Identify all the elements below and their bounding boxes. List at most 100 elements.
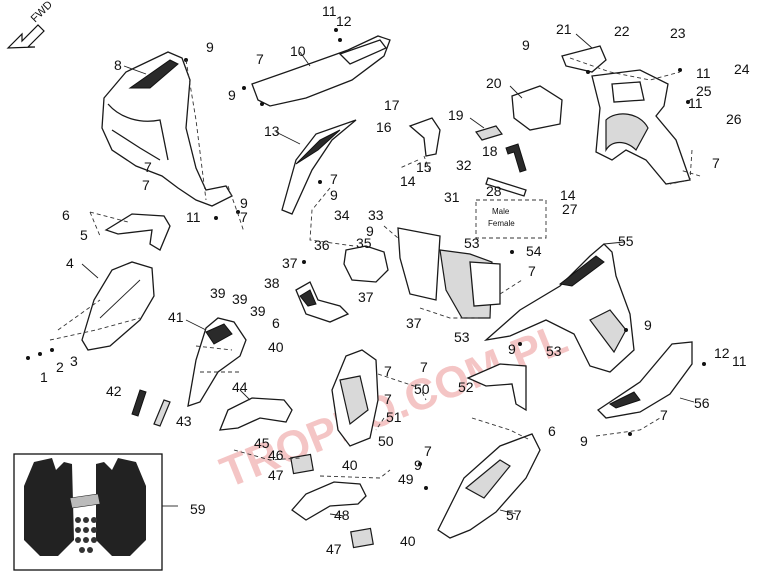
part-8-front-inner-shield bbox=[101, 51, 233, 207]
part-52-guard bbox=[466, 363, 527, 412]
callout-10: 10 bbox=[290, 43, 306, 59]
callout-7l: 7 bbox=[660, 407, 668, 423]
callout-39a: 39 bbox=[210, 285, 226, 301]
callout-53a: 53 bbox=[464, 235, 480, 251]
part-5-guard bbox=[104, 213, 171, 251]
callout-7c: 7 bbox=[142, 177, 150, 193]
callout-15: 15 bbox=[416, 159, 432, 175]
part-33-vent-panel bbox=[397, 227, 501, 319]
part-17-bracket bbox=[408, 117, 441, 157]
callout-9h: 9 bbox=[644, 317, 652, 333]
callout-27: 27 bbox=[562, 201, 578, 217]
part-18-hook bbox=[505, 143, 527, 173]
callout-39c: 39 bbox=[250, 303, 266, 319]
part-55-side-panel bbox=[483, 243, 635, 373]
callout-2: 2 bbox=[56, 359, 64, 375]
leader-lines bbox=[81, 33, 695, 517]
callout-52: 52 bbox=[458, 379, 474, 395]
callout-50a: 50 bbox=[414, 381, 430, 397]
callout-20: 20 bbox=[486, 75, 502, 91]
callout-53c: 53 bbox=[546, 343, 562, 359]
callout-6a: 6 bbox=[62, 207, 70, 223]
callout-9j: 9 bbox=[580, 433, 588, 449]
callout-38: 38 bbox=[264, 275, 280, 291]
note-male: Male bbox=[492, 207, 510, 216]
part-38-bracket bbox=[295, 281, 350, 323]
callout-40a: 40 bbox=[268, 339, 284, 355]
callout-24: 24 bbox=[734, 61, 750, 77]
callout-7k: 7 bbox=[424, 443, 432, 459]
part-4-windscreen bbox=[81, 261, 155, 351]
callout-43: 43 bbox=[176, 413, 192, 429]
callout-9c: 9 bbox=[240, 195, 248, 211]
callout-7e: 7 bbox=[330, 171, 338, 187]
part-59-inset bbox=[13, 453, 163, 571]
callout-7b: 7 bbox=[144, 159, 152, 175]
callout-41: 41 bbox=[168, 309, 184, 325]
fwd-label: FWD bbox=[29, 0, 55, 25]
callout-9i: 9 bbox=[414, 457, 422, 473]
callout-17: 17 bbox=[384, 97, 400, 113]
callout-9g: 9 bbox=[508, 341, 516, 357]
callout-labels: 1 2 3 4 5 6 8 9 9 7 10 11 12 13 7 7 9 7 … bbox=[40, 3, 750, 557]
callout-12a: 12 bbox=[336, 13, 352, 29]
callout-14b: 14 bbox=[560, 187, 576, 203]
part-47-pad bbox=[290, 453, 374, 549]
part-13-side-trim bbox=[281, 119, 357, 215]
callout-45: 45 bbox=[254, 435, 270, 451]
callout-36: 36 bbox=[314, 237, 330, 253]
callout-25: 25 bbox=[696, 83, 712, 99]
part-41-front-fairing bbox=[187, 317, 247, 407]
callout-6c: 6 bbox=[548, 423, 556, 439]
callout-12b: 12 bbox=[714, 345, 730, 361]
callout-44: 44 bbox=[232, 379, 248, 395]
callout-50b: 50 bbox=[378, 433, 394, 449]
part-31-connector-box: Male Female bbox=[475, 199, 547, 239]
callout-42: 42 bbox=[106, 383, 122, 399]
callout-8: 8 bbox=[114, 57, 122, 73]
callout-11b: 11 bbox=[186, 209, 201, 225]
callout-5: 5 bbox=[80, 227, 88, 243]
callout-56: 56 bbox=[694, 395, 710, 411]
callout-57: 57 bbox=[506, 507, 522, 523]
fastener-dots bbox=[26, 28, 706, 490]
callout-7f: 7 bbox=[712, 155, 720, 171]
callout-26: 26 bbox=[726, 111, 742, 127]
callout-33: 33 bbox=[368, 207, 384, 223]
part-19-clip bbox=[475, 125, 503, 141]
callout-37c: 37 bbox=[406, 315, 422, 331]
part-21-rear-frame bbox=[561, 45, 691, 185]
callout-47a: 47 bbox=[268, 467, 284, 483]
callout-54: 54 bbox=[526, 243, 542, 259]
callout-31: 31 bbox=[444, 189, 460, 205]
callout-47b: 47 bbox=[326, 541, 342, 557]
callout-46: 46 bbox=[268, 447, 284, 463]
callout-48: 48 bbox=[334, 507, 350, 523]
callout-23: 23 bbox=[670, 25, 686, 41]
callout-9b: 9 bbox=[228, 87, 236, 103]
callout-6b: 6 bbox=[272, 315, 280, 331]
callout-9e: 9 bbox=[522, 37, 530, 53]
part-36-center-bracket bbox=[343, 245, 389, 283]
callout-13: 13 bbox=[264, 123, 280, 139]
callout-39b: 39 bbox=[232, 291, 248, 307]
callout-19: 19 bbox=[448, 107, 464, 123]
callout-40b: 40 bbox=[342, 457, 358, 473]
assembly-lines bbox=[49, 57, 701, 479]
callout-55: 55 bbox=[618, 233, 634, 249]
callout-28: 28 bbox=[486, 183, 502, 199]
callout-7a: 7 bbox=[256, 51, 264, 67]
callout-7h: 7 bbox=[384, 363, 392, 379]
note-female: Female bbox=[488, 219, 515, 228]
callout-7d: 7 bbox=[240, 209, 248, 225]
part-48-rear-fender bbox=[291, 481, 367, 521]
part-44-front-fender bbox=[218, 397, 293, 431]
callout-18: 18 bbox=[482, 143, 498, 159]
callout-11e: 11 bbox=[732, 353, 747, 369]
callout-37a: 37 bbox=[282, 255, 298, 271]
callout-7j: 7 bbox=[420, 359, 428, 375]
part-10-top-cover bbox=[251, 35, 391, 107]
part-56-rear-panel bbox=[596, 341, 693, 419]
